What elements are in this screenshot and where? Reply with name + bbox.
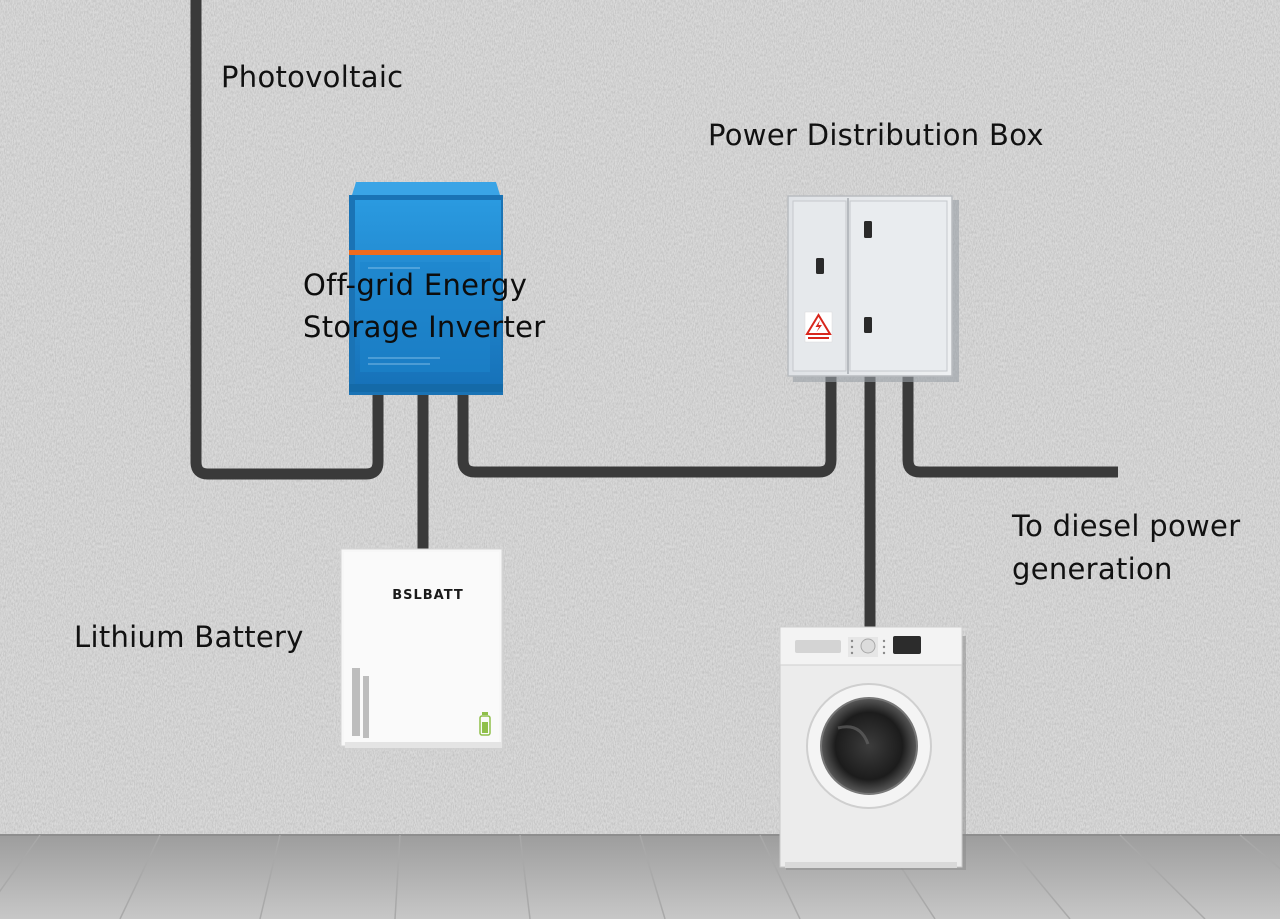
diesel-cable — [902, 372, 1118, 478]
inverter-stripe — [349, 250, 501, 255]
detergent-drawer — [795, 640, 841, 653]
program-knob — [860, 638, 876, 654]
lithium-battery-label: Lithium Battery — [74, 620, 304, 654]
inverter-label-line1: Off-grid Energy — [303, 268, 528, 302]
cables — [190, 0, 1118, 628]
battery-logo: BSLBATT — [392, 588, 464, 603]
bottom-switch — [864, 317, 872, 333]
inverter-distribution-cable — [457, 372, 837, 478]
inverter-label: Off-grid Energy Storage Inverter — [303, 264, 545, 348]
pv-cable — [190, 0, 384, 480]
top-switch — [864, 221, 872, 238]
warning-sign — [804, 311, 833, 343]
lithium-battery: BSLBATT — [340, 548, 504, 750]
distribution-box-label: Power Distribution Box — [708, 118, 1044, 152]
floor — [0, 834, 1280, 919]
inverter-label-line2: Storage Inverter — [303, 310, 546, 344]
control-panel — [848, 636, 921, 657]
diesel-label-line2: generation — [1012, 552, 1173, 586]
battery-indicator — [479, 712, 491, 736]
photovoltaic-label: Photovoltaic — [221, 60, 404, 94]
wall-texture — [0, 0, 1280, 835]
diesel-label-line1: To diesel power — [1012, 509, 1241, 543]
washing-machine — [779, 626, 966, 870]
door-glass — [820, 697, 918, 795]
distribution-box — [787, 195, 959, 382]
left-switch — [816, 258, 824, 274]
inverter — [349, 182, 503, 395]
battery-brand: BSLBATT — [392, 588, 464, 603]
battery-side-marking — [352, 668, 369, 738]
display — [893, 636, 921, 654]
diesel-label: To diesel power generation — [1012, 505, 1240, 591]
